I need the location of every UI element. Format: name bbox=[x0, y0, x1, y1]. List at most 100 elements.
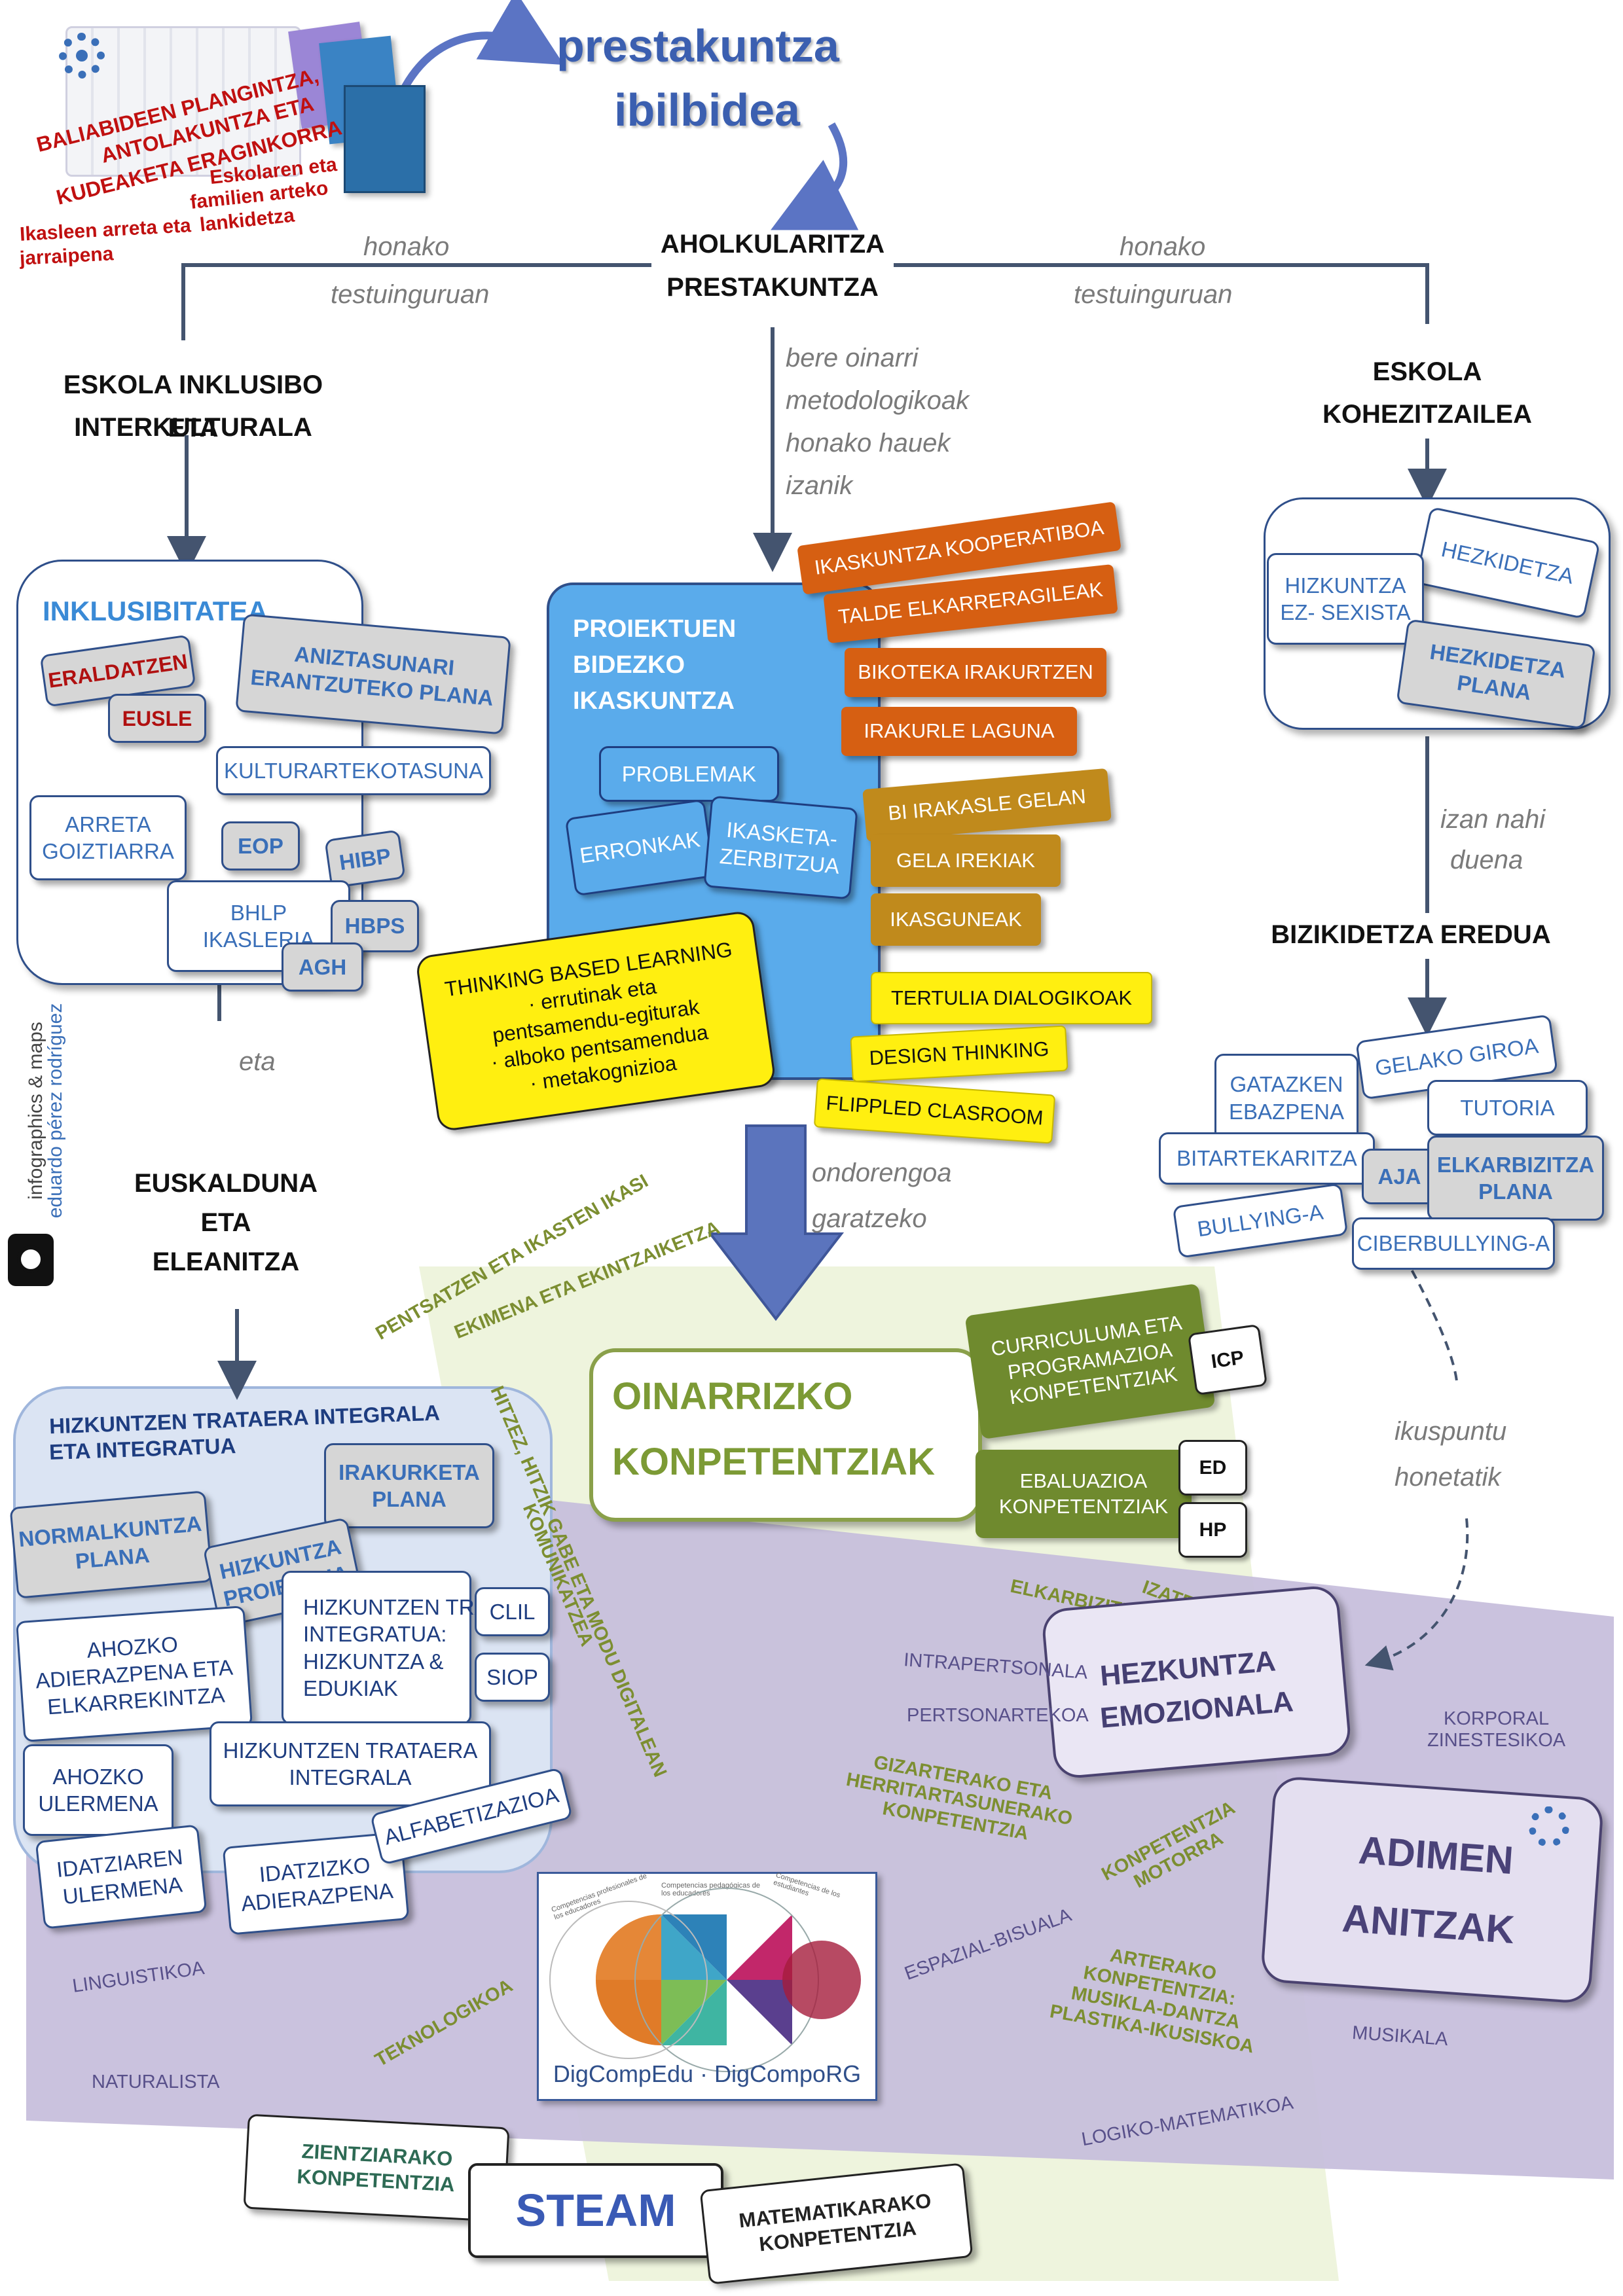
trat-line-2: INTEGRATUA: bbox=[303, 1622, 447, 1647]
tag-eusle: EUSLE bbox=[108, 694, 206, 743]
integ-line-2: INTEGRALA bbox=[289, 1765, 412, 1789]
norm-line-2: PLANA bbox=[74, 1543, 151, 1573]
left-heading2-3: ELEANITZA bbox=[152, 1247, 300, 1276]
tag-clil: CLIL bbox=[475, 1587, 550, 1636]
eta-connector: eta bbox=[239, 1047, 276, 1076]
tag-aja: AJA bbox=[1362, 1149, 1437, 1204]
korp-line-2: ZINESTESIKOA bbox=[1427, 1730, 1566, 1751]
tag-hbps: HBPS bbox=[331, 900, 419, 952]
title-line-2: ibilbidea bbox=[614, 84, 800, 135]
irak-line-1: IRAKURKETA bbox=[338, 1460, 480, 1484]
right-context-1: honako bbox=[1120, 232, 1206, 261]
book-cover-3 bbox=[344, 85, 426, 193]
tag-hizkuntzen-trat-integratua: HIZKUNTZEN TRAT INTEGRATUA: HIZKUNTZA & … bbox=[282, 1571, 500, 1725]
integ-line-1: HIZKUNTZEN TRATAERA bbox=[223, 1738, 478, 1763]
tag-icp: ICP bbox=[1187, 1323, 1268, 1396]
left-heading-2: INTERKULTURALA bbox=[74, 413, 312, 442]
tag-normalkuntza-plana: NORMALKUNTZA PLANA bbox=[9, 1490, 213, 1599]
method-text-2: metodologikoak bbox=[786, 386, 970, 415]
eval-line-2: KONPETENTZIAK bbox=[998, 1494, 1169, 1518]
arreta-line-1: ARRETA bbox=[65, 812, 151, 836]
right-heading-1: ESKOLA bbox=[1372, 357, 1482, 386]
view-text-1: ikuspuntu bbox=[1395, 1417, 1507, 1446]
uler-line-2: ULERMENA bbox=[38, 1791, 158, 1816]
pbl-title-3: IKASKUNTZA bbox=[573, 687, 735, 715]
credit-line-1: infographics & maps bbox=[25, 1022, 46, 1200]
eval-line-1: EBALUAZIOA bbox=[1019, 1469, 1148, 1492]
irak-line-2: PLANA bbox=[372, 1487, 447, 1511]
tag-hizkuntza-ez-sexista: HIZKUNTZA EZ- SEXISTA bbox=[1267, 553, 1424, 645]
want-text-1: izan nahi bbox=[1440, 805, 1546, 834]
elkar-line-2: PLANA bbox=[1478, 1179, 1553, 1204]
method-ochre-3: IKASGUNEAK bbox=[871, 893, 1041, 946]
trat-line-4: EDUKIAK bbox=[303, 1676, 398, 1700]
method-orange-4: IRAKURLE LAGUNA bbox=[841, 707, 1077, 756]
bhlp-line-1: BHLP bbox=[230, 900, 287, 925]
trat-line-1: HIZKUNTZEN TRAT bbox=[303, 1595, 501, 1619]
trat-line-3: HIZKUNTZA & bbox=[303, 1649, 444, 1674]
gear-icon bbox=[59, 33, 105, 79]
dashed-connector bbox=[1403, 1256, 1458, 1382]
tag-ikasketa-zerbitzua: IKASKETA- ZERBITZUA bbox=[703, 795, 858, 900]
arreta-line-2: GOIZTIARRA bbox=[42, 839, 174, 863]
right-context-2: testuinguruan bbox=[1074, 280, 1233, 309]
tag-ciberbullying: CIBERBULLYING-A bbox=[1352, 1217, 1555, 1270]
goal-text-1: ondorengoa bbox=[812, 1158, 952, 1187]
goal-text-2: garatzeko bbox=[812, 1204, 927, 1233]
building-sketch bbox=[65, 26, 301, 177]
mi-pertsonartekoa: PERTSONARTEKOA bbox=[907, 1705, 1089, 1726]
method-ochre-2: GELA IREKIAK bbox=[871, 834, 1061, 887]
hizk-line-2: EZ- SEXISTA bbox=[1280, 600, 1411, 624]
right-heading-2: KOHEZITZAILEA bbox=[1322, 400, 1532, 429]
coexistence-model: BIZIKIDETZA EREDUA bbox=[1271, 920, 1551, 949]
gataz-line-1: GATAZKEN bbox=[1230, 1072, 1343, 1097]
tree-line-left bbox=[181, 263, 651, 340]
camera-icon bbox=[8, 1234, 54, 1286]
pbl-title-2: BIDEZKO bbox=[573, 651, 685, 679]
tag-siop: SIOP bbox=[475, 1653, 550, 1702]
want-text-2: duena bbox=[1450, 846, 1523, 874]
method-text-3: honako hauek bbox=[786, 429, 951, 457]
tag-ed: ED bbox=[1178, 1440, 1247, 1496]
tree-line-right bbox=[894, 263, 1429, 324]
left-heading2-2: ETA bbox=[200, 1208, 251, 1237]
dashed-connector-2 bbox=[1364, 1518, 1469, 1671]
digcomp-caption: DigCompEdu · DigCompoRG bbox=[553, 2060, 862, 2087]
tag-ebaluazioa: EBALUAZIOA KONPETENTZIAK bbox=[976, 1450, 1192, 1538]
method-text-1: bere oinarri bbox=[786, 344, 919, 372]
digcomp-top-b: Competencias pedagógicas de los educador… bbox=[661, 1882, 761, 1897]
left-heading-1: ESKOLA INKLUSIBO ETA bbox=[63, 370, 323, 442]
curved-arrow-top bbox=[395, 0, 564, 100]
method-orange-3: BIKOTEKA IRAKURTZEN bbox=[845, 648, 1106, 697]
core-competences-title-1: OINARRIZKO bbox=[612, 1375, 853, 1418]
tag-gatazken-ebazpena: GATAZKEN EBAZPENA bbox=[1214, 1054, 1359, 1142]
root-title-1: AHOLKULARITZA bbox=[660, 230, 885, 259]
mi-naturalista: NATURALISTA bbox=[92, 2072, 220, 2092]
curved-arrow-down bbox=[771, 122, 859, 230]
gataz-line-2: EBAZPENA bbox=[1228, 1099, 1345, 1124]
korp-line-1: KORPORAL bbox=[1443, 1708, 1550, 1729]
credit-line-2: eduardo pérez rodríguez bbox=[45, 1003, 66, 1219]
tag-steam: STEAM bbox=[468, 2163, 723, 2258]
mi-korporal: KORPORAL ZINESTESIKOA bbox=[1427, 1708, 1565, 1752]
tag-bitartekaritza: BITARTEKARITZA bbox=[1159, 1132, 1375, 1185]
tag-idatziaren-ulermena: IDATZIAREN ULERMENA bbox=[35, 1824, 208, 1929]
tag-hp: HP bbox=[1178, 1502, 1247, 1558]
tag-agh: AGH bbox=[282, 942, 363, 992]
core-competences-title-2: KONPETENTZIAK bbox=[612, 1441, 935, 1483]
tag-tutoria: TUTORIA bbox=[1427, 1080, 1588, 1136]
tag-hizkuntzen-trataera-integrala: HIZKUNTZEN TRATAERA INTEGRALA bbox=[210, 1721, 491, 1806]
tag-ahozko-ulermena: AHOZKO ULERMENA bbox=[23, 1744, 173, 1836]
method-text-4: izanik bbox=[786, 471, 853, 500]
gear-icon bbox=[1529, 1806, 1569, 1847]
collage-label-8: jarraipena bbox=[19, 243, 115, 270]
big-down-arrow bbox=[707, 1124, 845, 1321]
tag-arreta-goiztiarra: ARRETA GOIZTIARRA bbox=[29, 795, 187, 880]
method-yellow-1: TERTULIA DIALOGIKOAK bbox=[871, 972, 1152, 1024]
pbl-title-1: PROIEKTUEN bbox=[573, 615, 737, 643]
uler-line-1: AHOZKO bbox=[52, 1764, 144, 1789]
tag-elkarbizitza-plana: ELKARBIZITZA PLANA bbox=[1427, 1136, 1604, 1221]
elkar-line-1: ELKARBIZITZA bbox=[1436, 1152, 1595, 1177]
core-competences-box bbox=[589, 1348, 982, 1522]
tag-kulturartekotasuna: KULTURARTEKOTASUNA bbox=[216, 746, 491, 795]
